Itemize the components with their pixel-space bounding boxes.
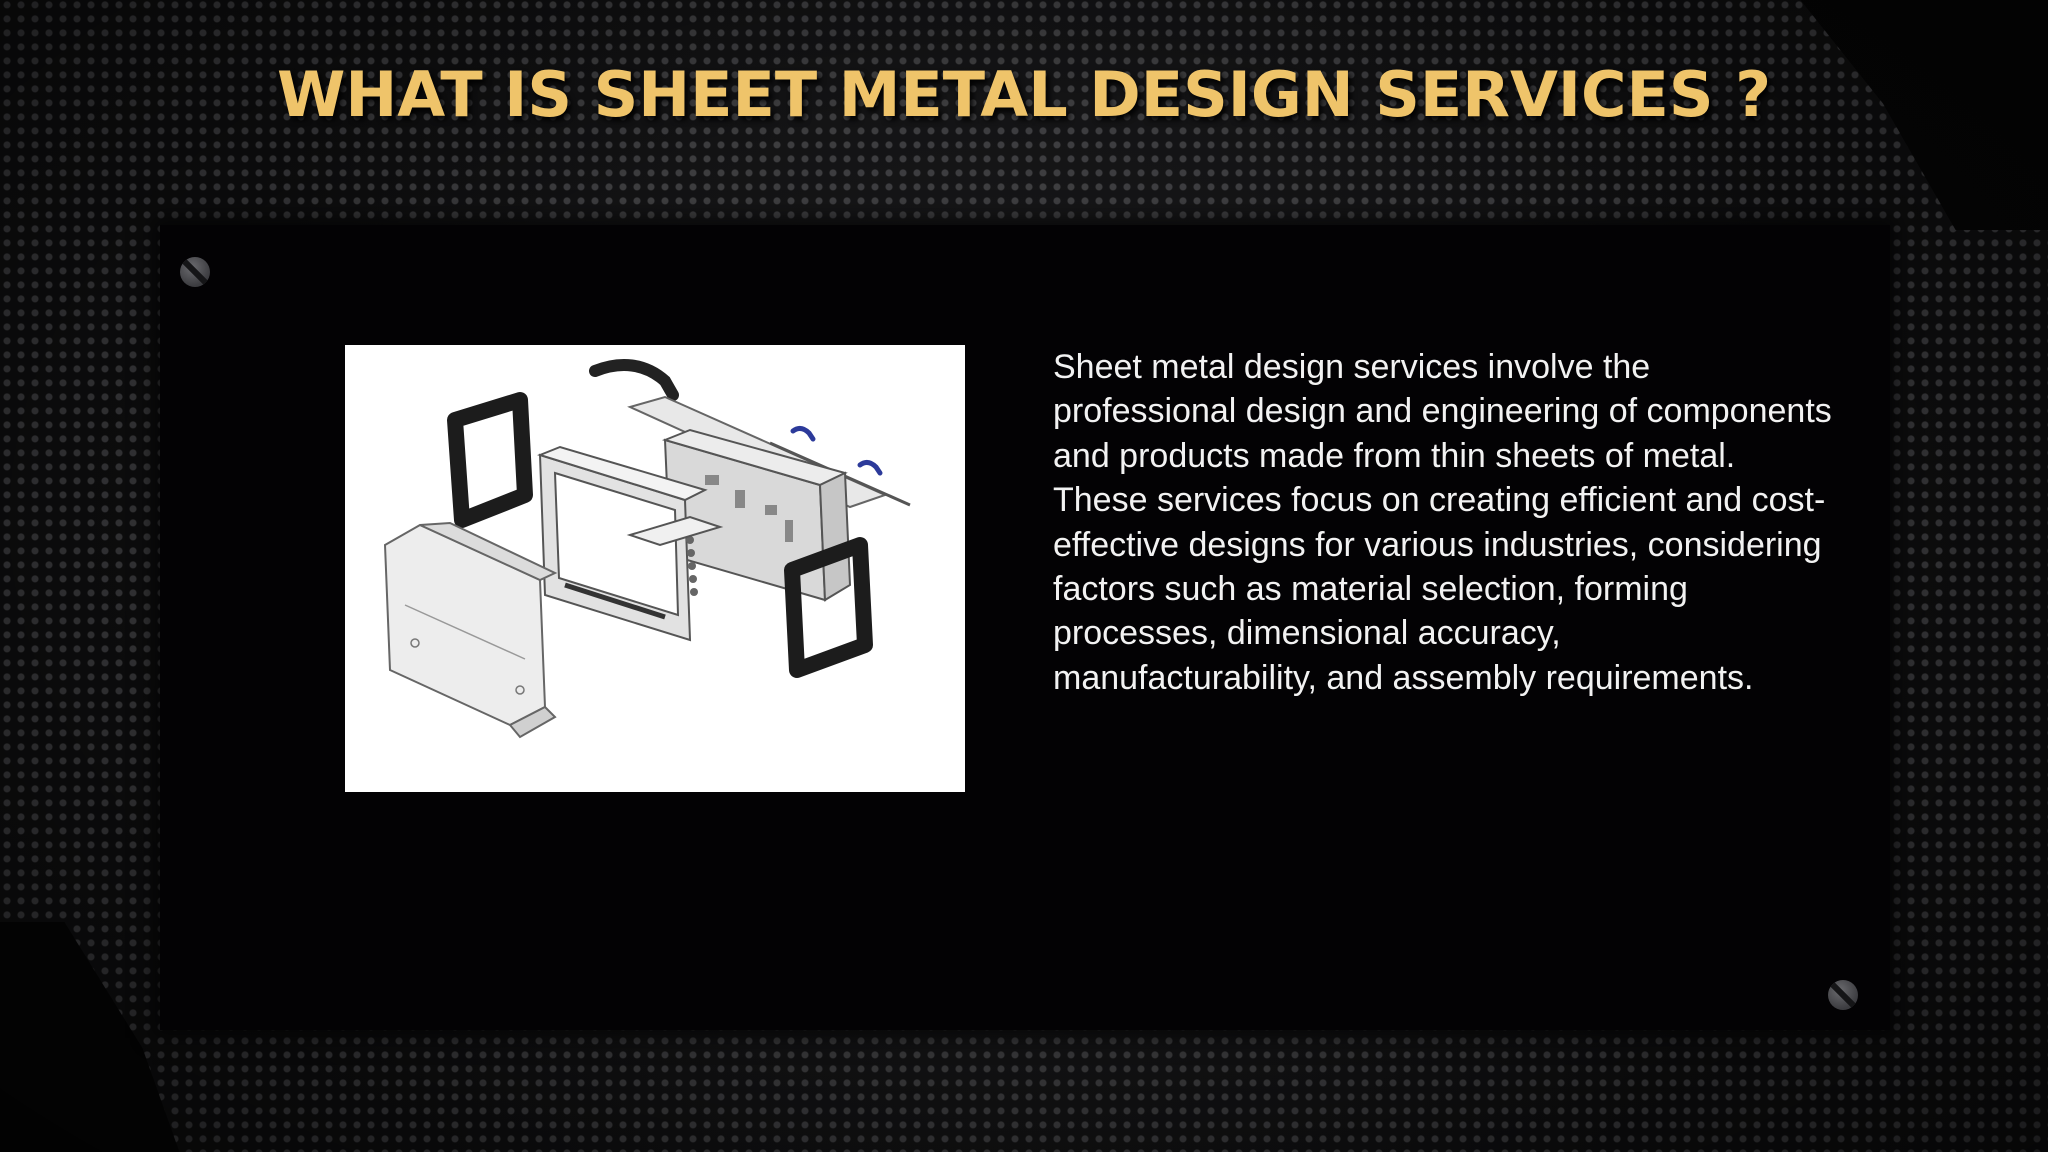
screw-icon <box>1828 980 1858 1010</box>
description-text: Sheet metal design services involve the … <box>1053 348 1832 697</box>
screw-icon <box>180 257 210 287</box>
sheet-metal-assembly-image <box>345 345 965 792</box>
slide-title: WHAT IS SHEET METAL DESIGN SERVICES ? <box>276 58 1772 131</box>
content-panel: Sheet metal design services involve the … <box>160 225 1890 1030</box>
